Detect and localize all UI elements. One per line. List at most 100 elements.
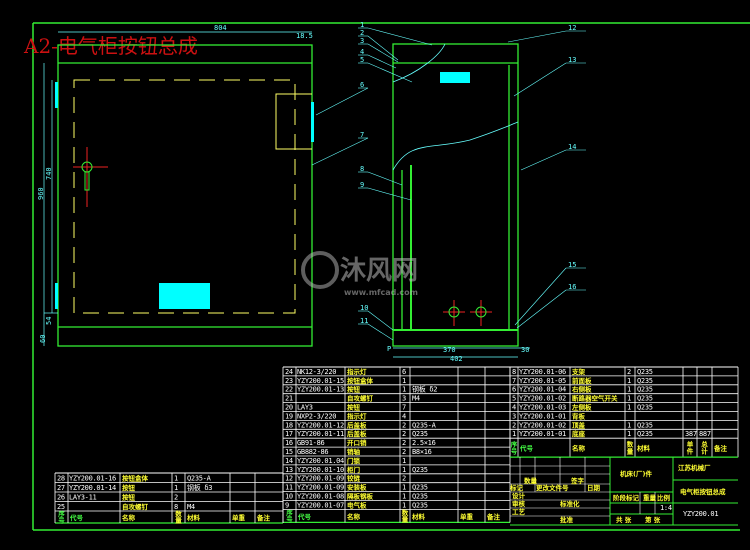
seq-cell: 22 <box>285 386 293 394</box>
qty-cell: 1 <box>402 457 406 465</box>
seq-cell: 7 <box>512 377 516 385</box>
weight-label: 重量 <box>643 493 657 502</box>
dim-offset: 18.5 <box>296 32 313 40</box>
balloon-number: 9 <box>360 181 364 189</box>
name-cell: 顶盖 <box>572 420 586 429</box>
code-cell: LAY3 <box>297 404 313 412</box>
balloon-number: 5 <box>360 56 364 64</box>
name-cell: 前面板 <box>572 376 592 385</box>
name-cell: 左侧板 <box>571 403 592 412</box>
name-cell: 开口销 <box>347 438 367 447</box>
balloon-number: 7 <box>360 131 364 139</box>
process-label: 工艺 <box>512 507 526 516</box>
design-label: 设计 <box>512 491 526 500</box>
seq-cell: 11 <box>285 484 293 492</box>
header-cell: 备注 <box>256 513 271 522</box>
header-cell: 单重 <box>460 512 474 521</box>
sheet-label: 共 张 <box>616 515 632 524</box>
watermark-url: www.mfcad.com <box>344 288 418 297</box>
material-cell: Q235 <box>637 404 653 412</box>
hinge-bottom <box>55 283 58 309</box>
qty-cell: 1 <box>402 501 406 509</box>
part-type: 机床(厂)件 <box>620 469 652 478</box>
seq-cell: 3 <box>512 412 516 420</box>
seq-cell: 1 <box>512 430 516 438</box>
qty-cell: 7 <box>402 404 406 412</box>
code-cell: GB882-86 <box>297 448 328 456</box>
code-cell: YZY200.01-02 <box>519 395 566 403</box>
door-outline-dashed <box>73 79 296 314</box>
balloon-number: 14 <box>568 143 576 151</box>
drawing-frame <box>32 22 750 531</box>
material-cell: Q235 <box>637 395 653 403</box>
seq-cell: 16 <box>285 439 293 447</box>
qty-cell: 2 <box>402 475 406 483</box>
balloon-8: 8 <box>358 165 403 186</box>
code-cell: YZY200.01-11 <box>297 430 344 438</box>
break-line <box>392 121 519 171</box>
name-cell: 自攻螺钉 <box>347 394 374 403</box>
balloon-number: 1 <box>360 21 364 29</box>
code-cell: YZY200.01-01 <box>519 412 566 420</box>
code-cell: YZY200.01-14 <box>69 484 116 492</box>
balloon-2: 2 <box>358 29 399 61</box>
qty-cell: 1 <box>402 484 406 492</box>
door-swing-arc <box>392 43 446 83</box>
dim-bottom2: 60 <box>39 335 47 343</box>
header-cell: 序号 <box>285 508 293 524</box>
balloon-13: 13 <box>513 56 586 97</box>
seq-cell: 14 <box>285 457 293 465</box>
name-cell: 销轴 <box>347 447 361 456</box>
watermark-brand: 沐风网 <box>340 256 418 286</box>
watermark: 沐风网 www.mfcad.com <box>301 251 418 297</box>
header-cell: 数量 <box>402 508 409 524</box>
name-cell: 电气板 <box>347 500 367 509</box>
seq-cell: 25 <box>57 503 65 511</box>
balloon-number: 11 <box>360 317 368 325</box>
balloon-number: 6 <box>360 81 364 89</box>
code-cell: YZY200.01-10 <box>297 466 344 474</box>
header-cell: 名称 <box>347 512 361 521</box>
balloon-6: 6 <box>315 81 369 116</box>
header-cell: 名称 <box>122 513 136 522</box>
material-cell: Q235 <box>637 430 653 438</box>
stage-label: 阶段标记 <box>613 493 640 502</box>
code-cell: YZY200.01-04 <box>519 386 566 394</box>
qty-cell: 1 <box>402 377 406 385</box>
seq-cell: 24 <box>285 368 293 376</box>
qty-cell: 2 <box>402 430 406 438</box>
code-cell: LAY3-11 <box>69 494 96 502</box>
qty-cell: 1 <box>174 484 178 492</box>
dim-side-right: 30 <box>521 346 529 354</box>
seq-cell: 26 <box>57 494 65 502</box>
qty-cell: 1 <box>627 377 631 385</box>
qty-cell: 1 <box>627 404 631 412</box>
balloon-1: 1 <box>358 21 433 46</box>
seq-cell: 17 <box>285 430 293 438</box>
qty-cell: 1 <box>402 386 406 394</box>
qty-cell: 1 <box>174 475 178 483</box>
seq-cell: 12 <box>285 475 293 483</box>
drawing-title: A2-电气柜按钮总成 <box>23 34 198 58</box>
balloon-number: 12 <box>568 24 576 32</box>
name-cell: 按钮盒体 <box>122 474 149 483</box>
seq-cell: 13 <box>285 466 293 474</box>
code-cell: NXP2-3/220 <box>297 412 336 420</box>
seq-cell: 19 <box>285 412 293 420</box>
lock-key-icon <box>73 147 108 207</box>
handle <box>311 102 314 142</box>
header-cell: 名称 <box>572 444 586 453</box>
front-view: 804 18.5 960 740 54 60 <box>37 24 314 347</box>
title-block: 机床(厂)件江苏机械厂电气柜按钮总成YZY200.011:4阶段标记重量比例共 … <box>509 456 738 526</box>
